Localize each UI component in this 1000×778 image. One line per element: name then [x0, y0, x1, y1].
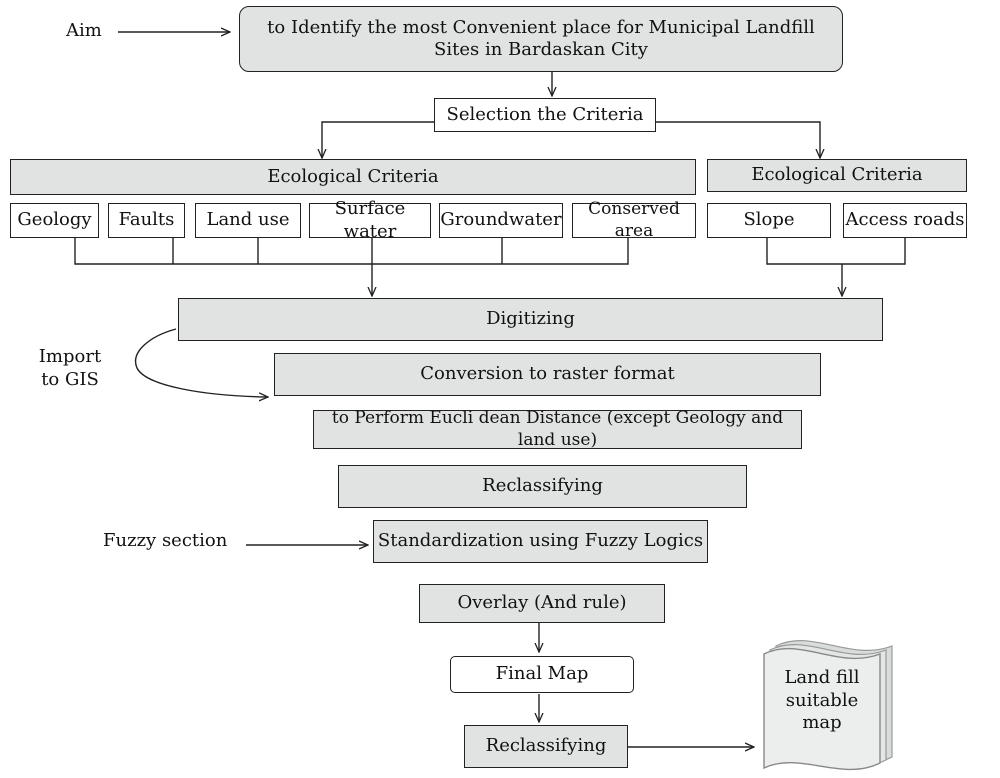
criterion-groundwater: Groundwater	[439, 203, 563, 238]
euclidean-distance-box: to Perform Eucli dean Distance (except G…	[313, 408, 802, 450]
criterion-surface-water: Surface water	[309, 198, 431, 242]
criterion-land-use: Land use	[195, 203, 301, 238]
right-criteria-bracket	[766, 238, 906, 265]
criterion-access-roads: Access roads	[843, 203, 967, 238]
ecological-criteria-right-box: Ecological Criteria	[707, 159, 967, 192]
aim-box: to Identify the most Convenient place fo…	[239, 6, 843, 72]
selection-to-right-arrow	[656, 121, 820, 158]
aim-label: Aim	[66, 20, 102, 41]
overlay-box: Overlay (And rule)	[419, 584, 665, 623]
criterion-geology: Geology	[10, 203, 99, 238]
left-criteria-bracket	[74, 238, 629, 265]
fuzzy-section-label: Fuzzy section	[103, 530, 228, 551]
criterion-conserved-area: Conserved area	[572, 199, 696, 241]
final-map-box: Final Map	[450, 656, 634, 693]
criterion-faults: Faults	[108, 203, 185, 238]
reclassifying-box-1: Reclassifying	[338, 465, 747, 508]
ecological-criteria-left-box: Ecological Criteria	[10, 159, 696, 195]
reclassifying-box-2: Reclassifying	[464, 725, 628, 768]
selection-criteria-box: Selection the Criteria	[434, 98, 656, 132]
conversion-raster-box: Conversion to raster format	[274, 353, 821, 396]
output-document-shape	[763, 640, 893, 771]
import-curved-arrow	[134, 328, 268, 397]
criterion-slope: Slope	[707, 203, 831, 238]
import-to-gis-label: Import to GIS	[38, 346, 102, 390]
standardization-box: Standardization using Fuzzy Logics	[373, 520, 708, 563]
digitizing-box: Digitizing	[178, 298, 883, 341]
land-fill-suitable-map-doc: Land fill suitable map	[784, 667, 860, 734]
selection-to-left-arrow	[322, 121, 434, 158]
